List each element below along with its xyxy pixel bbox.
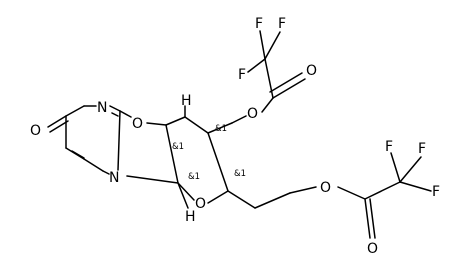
atom-label-o-ester5: O [320, 180, 331, 196]
atom-label-f-top-3: F [238, 67, 246, 83]
atom-label-n-bridge: N [109, 170, 119, 186]
stereo-label-c3: &1 [215, 124, 227, 134]
atom-label-o-ester5-carbonyl: O [367, 241, 378, 257]
atom-label-o-furan: O [195, 196, 206, 212]
atom-label-h-top: H [181, 93, 192, 109]
stereo-label-c2: &1 [172, 142, 184, 152]
atom-label-n-ring: N [97, 100, 107, 116]
atom-label-f-right-1: F [385, 139, 393, 155]
atom-label-o-ester3-carbonyl: O [306, 63, 317, 79]
atom-label-f-top-1: F [255, 16, 263, 32]
atom-label-f-right-3: F [432, 184, 440, 200]
atom-label-o-oxazole: O [132, 116, 143, 132]
bond-lines [47, 30, 432, 239]
atom-label-f-right-2: F [418, 141, 426, 157]
atom-label-o-carbonyl: O [30, 123, 41, 139]
stereo-labels: &1 &1 &1 &1 [172, 124, 246, 182]
atom-label-f-top-2: F [278, 16, 286, 32]
stereo-label-c1: &1 [188, 172, 200, 182]
stereo-label-c4: &1 [234, 169, 246, 179]
atom-label-o-ester3: O [247, 106, 258, 122]
atom-label-h-bottom: H [185, 209, 196, 225]
atom-labels: O N O N O O O O O H H F F F F F F [28, 16, 440, 257]
